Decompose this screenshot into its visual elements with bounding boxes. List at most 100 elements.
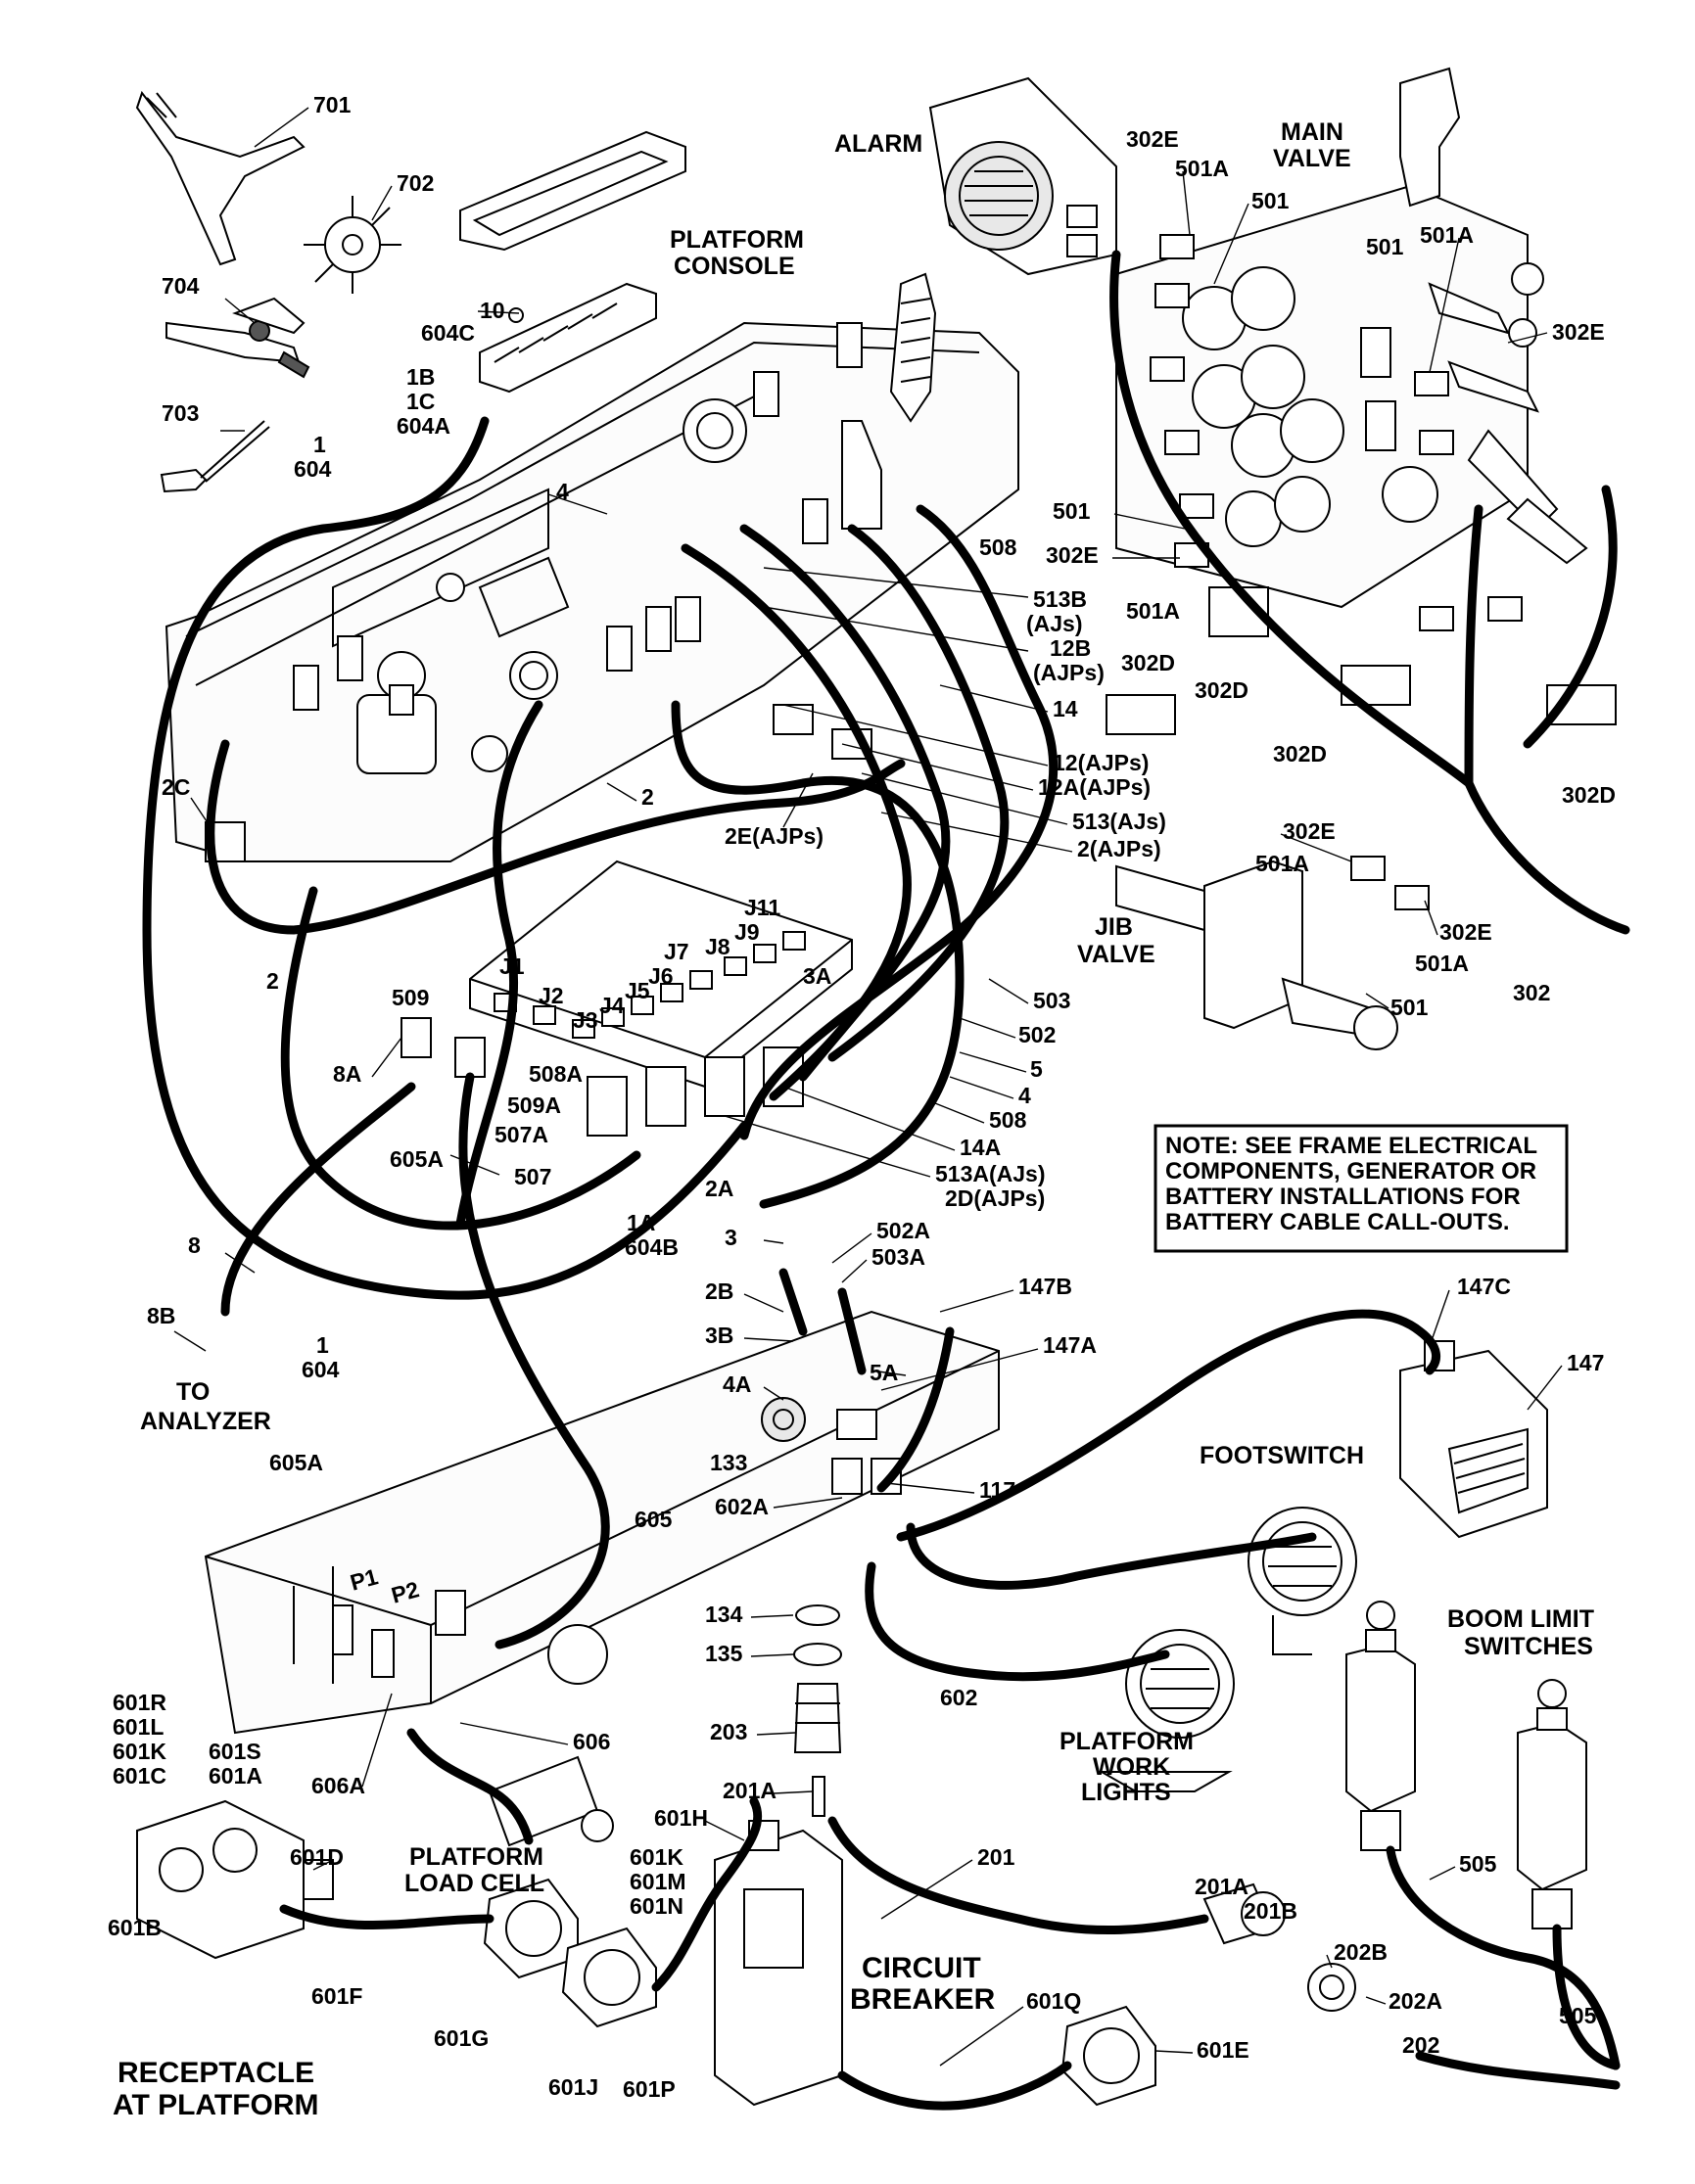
callout-601d: 601D	[290, 1844, 344, 1870]
callout-1c: 1C	[406, 389, 435, 414]
callout-501a-b: 501A	[1420, 222, 1474, 248]
title-load-cell-2: LOAD CELL	[404, 1870, 544, 1897]
callout-10: 10	[480, 298, 505, 323]
callout-604: 604	[294, 456, 332, 482]
title-jib-valve-2: VALVE	[1077, 941, 1155, 968]
callout-302e-d: 302E	[1283, 818, 1336, 844]
callout-508a: 508A	[529, 1061, 583, 1087]
title-boom-limit-2: SWITCHES	[1464, 1633, 1593, 1660]
callout-508-b: 508	[989, 1107, 1027, 1133]
callout-1: 1	[313, 432, 326, 457]
callout-j4: J4	[599, 993, 625, 1018]
callout-201: 201	[977, 1844, 1015, 1870]
title-circuit-breaker-2: BREAKER	[850, 1983, 996, 2016]
callout-1-b: 1	[316, 1332, 329, 1358]
pin-tool-703	[160, 420, 270, 493]
callout-135: 135	[705, 1641, 743, 1666]
callout-604c: 604C	[421, 320, 475, 346]
console-cover-decal	[459, 130, 686, 252]
note-line-3: BATTERY INSTALLATIONS FOR	[1165, 1184, 1521, 1210]
callout-601p: 601P	[623, 2076, 676, 2102]
callout-601c: 601C	[113, 1763, 166, 1789]
callout-2a: 2A	[705, 1176, 733, 1201]
callout-12-ajps: 12(AJPs)	[1053, 750, 1149, 775]
callout-302d-d: 302D	[1562, 782, 1616, 808]
note-line-2: COMPONENTS, GENERATOR OR	[1165, 1158, 1536, 1185]
callout-j7: J7	[664, 939, 689, 964]
platform-load-cell	[488, 1755, 614, 1847]
title-work-lights-2: WORK	[1093, 1753, 1170, 1781]
callout-601q: 601Q	[1026, 1988, 1081, 2014]
note-box: NOTE: SEE FRAME ELECTRICAL COMPONENTS, G…	[1154, 1124, 1569, 1253]
callout-302e-a: 302E	[1126, 126, 1179, 152]
boom-limit-switches	[1345, 1601, 1587, 1929]
callout-302: 302	[1513, 980, 1550, 1005]
title-platform-console-1: PLATFORM	[670, 226, 804, 254]
callout-202a: 202A	[1389, 1988, 1442, 2014]
callout-147b: 147B	[1018, 1274, 1072, 1299]
note-line-1: NOTE: SEE FRAME ELECTRICAL	[1165, 1133, 1537, 1159]
leader-lines	[173, 107, 1563, 2067]
receptacle-at-platform	[136, 1799, 334, 1960]
callout-502: 502	[1018, 1022, 1056, 1047]
title-footswitch: FOOTSWITCH	[1200, 1442, 1364, 1469]
callout-302e-e: 302E	[1439, 919, 1492, 945]
terminal-strip	[479, 282, 657, 394]
cable-harness	[142, 250, 1630, 2111]
connectors-201-202	[1202, 1882, 1356, 2012]
callout-601e: 601E	[1197, 2037, 1249, 2063]
title-receptacle-2: AT PLATFORM	[113, 2089, 319, 2121]
callout-509: 509	[392, 985, 429, 1010]
callout-513-ajs: 513(AJs)	[1072, 809, 1166, 834]
title-jib-valve-1: JIB	[1095, 913, 1133, 941]
callout-601n: 601N	[630, 1893, 683, 1919]
callout-4a: 4A	[723, 1371, 751, 1397]
callout-513a-ajs: 513A(AJs)	[935, 1161, 1046, 1186]
callout-202: 202	[1402, 2032, 1439, 2058]
callout-605a: 605A	[390, 1146, 444, 1172]
callout-j11: J11	[744, 895, 780, 920]
callout-601g: 601G	[434, 2025, 489, 2051]
callout-604-b: 604	[302, 1357, 340, 1382]
callout-5: 5	[1030, 1056, 1043, 1082]
callout-503: 503	[1033, 988, 1070, 1013]
callout-302e-c: 302E	[1046, 542, 1099, 568]
callout-2b: 2B	[705, 1278, 733, 1304]
callout-1b: 1B	[406, 364, 435, 390]
callout-201b: 201B	[1244, 1898, 1297, 1924]
callout-3a: 3A	[803, 963, 831, 989]
crimp-tool-701	[135, 90, 306, 266]
callout-2c: 2C	[162, 774, 190, 800]
callout-133: 133	[710, 1450, 747, 1475]
callout-701: 701	[313, 92, 352, 117]
callout-2e-ajps: 2E(AJPs)	[725, 823, 824, 849]
platform-console	[165, 272, 1019, 862]
callout-3: 3	[725, 1225, 737, 1250]
extraction-tool-702	[304, 196, 401, 294]
callout-507: 507	[514, 1164, 551, 1189]
callout-601k: 601K	[113, 1739, 166, 1764]
title-to-analyzer-1: TO	[176, 1378, 210, 1406]
callout-2d-ajps: 2D(AJPs)	[945, 1185, 1045, 1211]
title-work-lights-1: PLATFORM	[1059, 1728, 1194, 1755]
title-receptacle-1: RECEPTACLE	[118, 2057, 314, 2089]
plug-601e	[1060, 2005, 1156, 2107]
callout-507a: 507A	[494, 1122, 548, 1147]
valve-connectors	[1106, 234, 1617, 735]
callout-203: 203	[710, 1719, 747, 1744]
callout-2-b: 2	[266, 968, 279, 994]
main-valve	[1115, 67, 1588, 609]
callout-502a: 502A	[876, 1218, 930, 1243]
callout-8b: 8B	[147, 1303, 175, 1328]
title-platform-console-2: CONSOLE	[674, 253, 795, 280]
callout-601r: 601R	[113, 1690, 166, 1715]
callout-2-a: 2	[641, 784, 654, 810]
callout-509a: 509A	[507, 1092, 561, 1118]
callout-12b: 12B	[1050, 635, 1091, 661]
section-titles: ALARM PLATFORM CONSOLE MAIN VALVE JIB VA…	[113, 118, 1594, 2121]
callout-117: 117	[979, 1477, 1015, 1503]
title-work-lights-3: LIGHTS	[1081, 1779, 1171, 1806]
platform-work-lights	[1098, 1507, 1357, 1792]
callout-j5: J5	[625, 978, 650, 1003]
